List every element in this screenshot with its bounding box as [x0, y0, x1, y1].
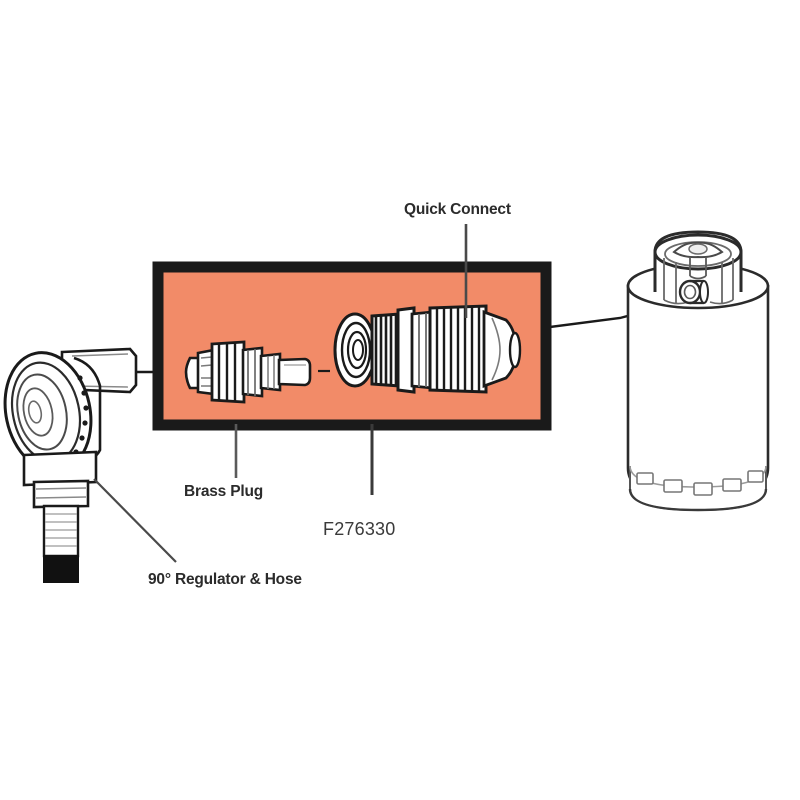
label-part-number: F276330	[323, 519, 395, 539]
tank-valve-port	[678, 279, 709, 305]
quick-connect-coupler	[333, 304, 522, 394]
regulator-neck	[22, 450, 98, 583]
label-regulator-hose: 90° Regulator & Hose	[148, 571, 302, 588]
leader-regulator-hose	[93, 478, 177, 563]
propane-cylinder	[626, 230, 770, 512]
tank-foot-ring	[628, 465, 768, 512]
tank-handwheel	[672, 241, 724, 280]
label-brass-plug: Brass Plug	[184, 483, 263, 500]
leader-lines	[93, 224, 468, 563]
label-quick-connect: Quick Connect	[404, 201, 511, 218]
regulator-assembly	[3, 347, 138, 583]
brass-plug-fitting	[184, 340, 330, 404]
coupler-end-face	[333, 312, 377, 388]
regulator-dial	[3, 351, 102, 473]
